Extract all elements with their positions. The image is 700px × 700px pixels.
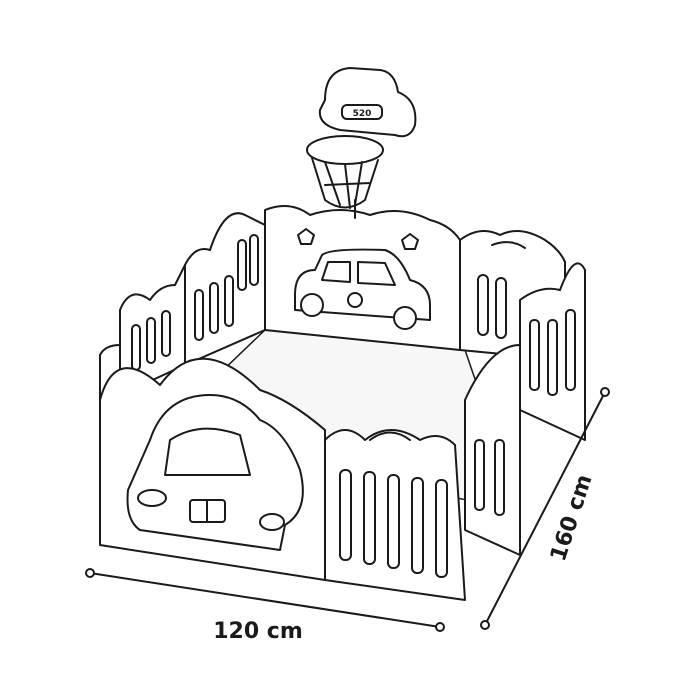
width-dimension: 120 cm [85,568,445,644]
hoop-rim [306,135,384,165]
back-wall-panel [264,205,461,351]
left-wall-panels [99,212,266,406]
car-decoration-back [294,228,431,330]
basketball-hoop: 520 [306,67,417,219]
scoreboard [341,104,383,120]
width-label: 120 cm [213,619,303,644]
scoreboard-value: 520 [353,109,372,119]
front-wall-panel [324,429,466,601]
right-wall-panels [459,230,586,556]
car-door [126,394,304,551]
front-wall-panel-door [99,357,326,581]
depth-label: 160 cm [546,472,597,565]
